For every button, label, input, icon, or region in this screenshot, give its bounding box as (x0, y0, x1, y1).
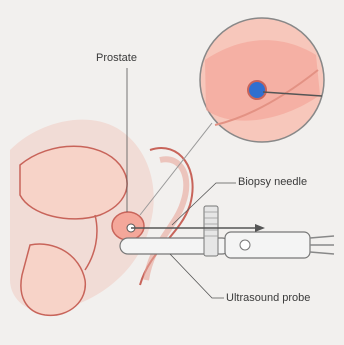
biopsy-needle-label: Biopsy needle (238, 176, 307, 188)
prostate-label: Prostate (96, 52, 137, 64)
needle-guide (204, 206, 218, 256)
probe-leader-line (170, 254, 224, 298)
rectum-inner-curve (146, 159, 186, 280)
bladder-outline (20, 146, 127, 219)
ultrasound-probe-label: Ultrasound probe (226, 292, 310, 304)
probe-cable (310, 236, 334, 254)
needle-tip-in-tissue (248, 81, 266, 99)
probe-knob (240, 240, 250, 250)
probe-handle (225, 232, 310, 258)
magnified-inset (200, 18, 324, 142)
magnifier-connector (140, 123, 212, 215)
needle-hub (255, 224, 265, 232)
